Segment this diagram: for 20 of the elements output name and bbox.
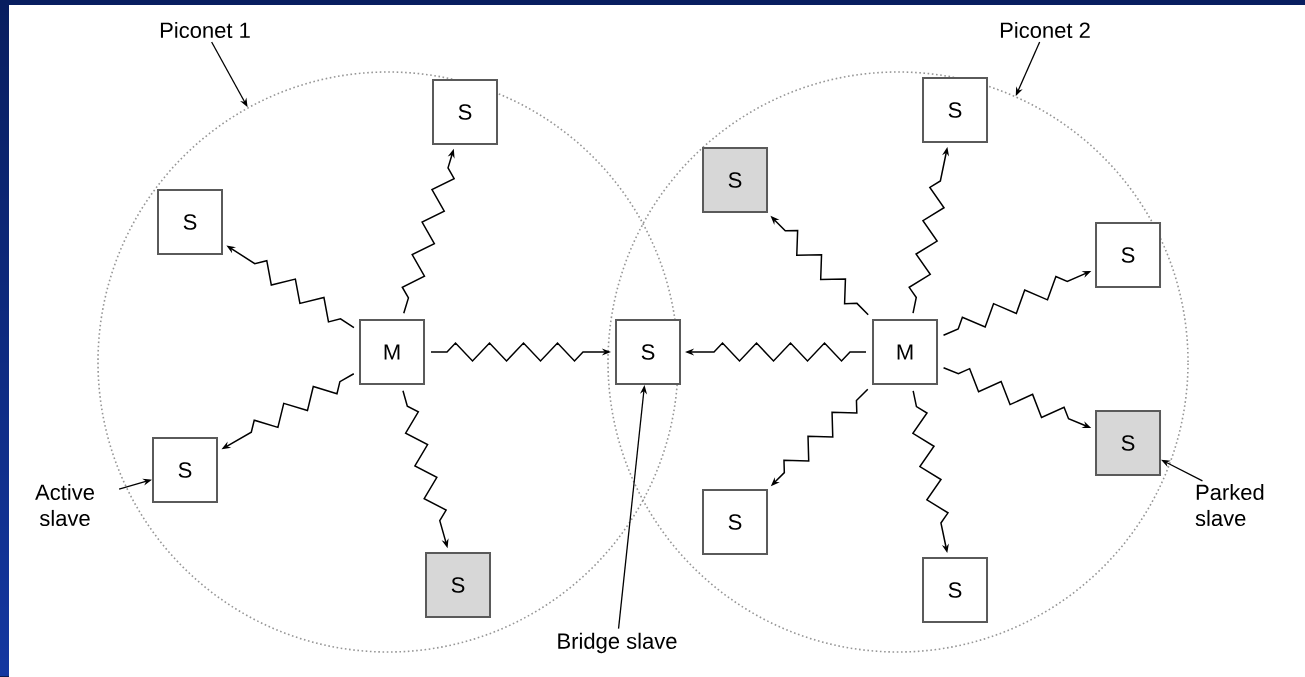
station-box: S — [922, 77, 988, 143]
station-box: S — [702, 147, 768, 213]
leader-line — [1161, 459, 1204, 482]
station-box: S — [615, 319, 681, 385]
station-box: S — [157, 189, 223, 255]
piconet-circle — [97, 71, 679, 653]
station-box: S — [702, 489, 768, 555]
station-box: S — [432, 79, 498, 145]
station-box: M — [872, 319, 938, 385]
callout-label: Piconet 1 — [160, 21, 250, 39]
station-box: S — [1095, 222, 1161, 288]
callout-label: Active slave — [35, 483, 94, 527]
callout-label: Bridge slave — [558, 632, 677, 654]
station-box: S — [922, 557, 988, 623]
callout-label: Parked slave — [1195, 483, 1264, 527]
station-box: S — [425, 552, 491, 618]
station-box: S — [152, 437, 218, 503]
station-box: M — [359, 319, 425, 385]
callout-label: Piconet 2 — [1000, 21, 1090, 39]
station-box: S — [1095, 410, 1161, 476]
